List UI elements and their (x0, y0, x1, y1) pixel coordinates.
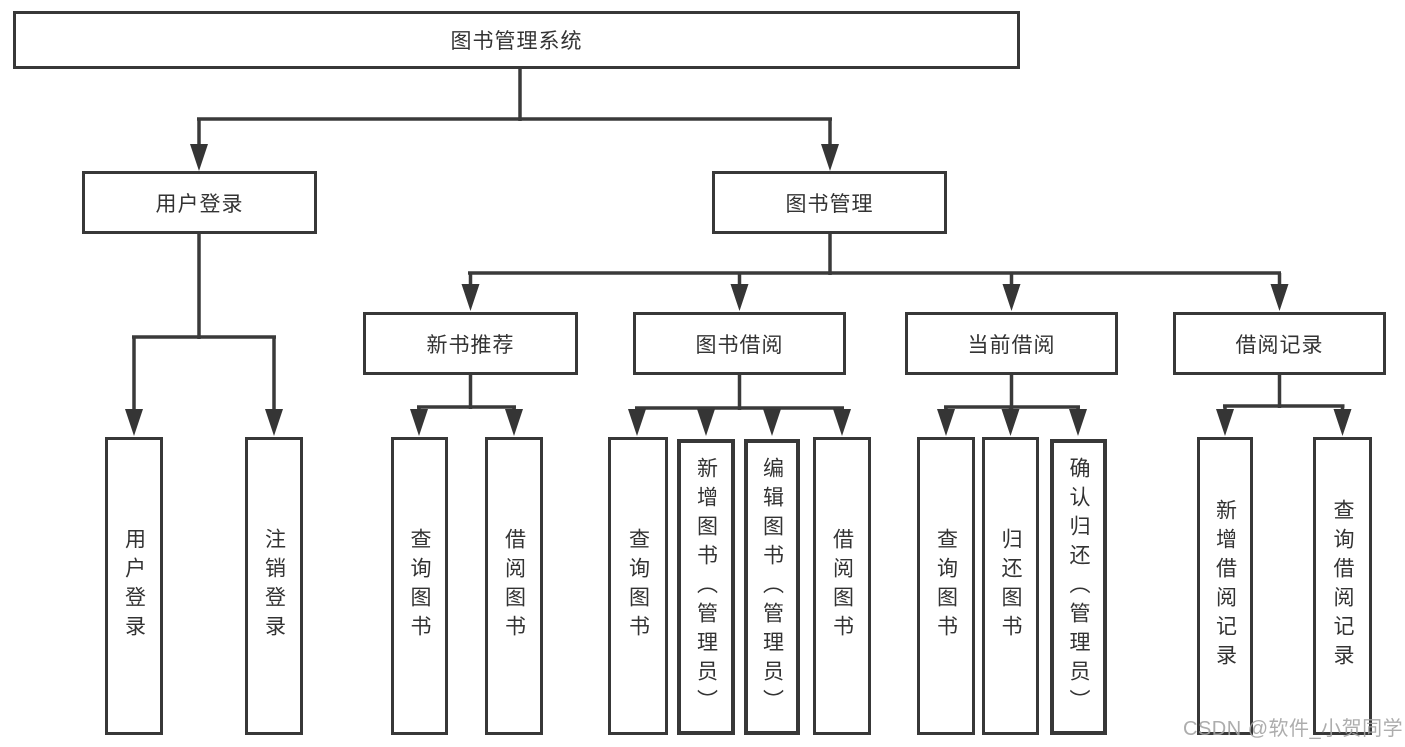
node-label: 查询图书 (934, 528, 958, 644)
leaf-add-book-admin: 新增图书（管理员） (677, 439, 735, 735)
arrow-down-icon (1216, 409, 1234, 436)
node-label: 新书推荐 (426, 333, 515, 357)
csdn-watermark: CSDN @软件_小贺同学 (1183, 718, 1404, 740)
leaf-confirm-return-admin: 确认归还（管理员） (1050, 439, 1107, 735)
arrow-down-icon (265, 409, 283, 436)
arrow-down-icon (1001, 409, 1020, 436)
leaf-return-book: 归还图书 (982, 437, 1039, 735)
arrow-down-icon (410, 409, 428, 436)
node-book-management: 图书管理 (712, 171, 947, 234)
node-label: 新增借阅记录 (1213, 499, 1237, 673)
arrow-down-icon (821, 144, 839, 171)
leaf-query-books-borrowing: 查询图书 (608, 437, 668, 735)
arrow-down-icon (763, 409, 781, 436)
arrow-down-icon (505, 409, 523, 436)
arrow-down-icon (1069, 409, 1087, 436)
node-label: 借阅图书 (830, 528, 854, 644)
leaf-user-login: 用户登录 (105, 437, 163, 735)
arrow-down-icon (628, 409, 646, 436)
leaf-borrow-books-recommend: 借阅图书 (485, 437, 543, 735)
node-label: 用户登录 (155, 192, 244, 216)
node-label: 用户登录 (122, 528, 146, 644)
node-label: 图书借阅 (695, 333, 784, 357)
arrow-down-icon (125, 409, 143, 436)
node-label: 注销登录 (262, 528, 286, 644)
node-label: 归还图书 (999, 528, 1022, 644)
node-label: 新增图书（管理员） (694, 456, 718, 718)
node-user-login: 用户登录 (82, 171, 317, 234)
node-label: 查询借阅记录 (1331, 499, 1354, 673)
leaf-query-books-current: 查询图书 (917, 437, 975, 735)
node-book-borrowing: 图书借阅 (633, 312, 846, 375)
arrow-down-icon (1002, 284, 1021, 311)
node-label: 图书管理 (785, 192, 874, 216)
arrow-down-icon (833, 409, 851, 436)
node-label: 借阅图书 (502, 528, 526, 644)
leaf-query-books-recommend: 查询图书 (391, 437, 448, 735)
leaf-query-borrow-record: 查询借阅记录 (1313, 437, 1372, 735)
arrow-down-icon (697, 409, 715, 436)
arrow-down-icon (1270, 284, 1289, 311)
arrow-down-icon (1333, 409, 1352, 436)
arrow-down-icon (461, 284, 480, 311)
leaf-edit-book-admin: 编辑图书（管理员） (744, 439, 800, 735)
arrow-down-icon (190, 144, 208, 171)
node-library-management-system: 图书管理系统 (13, 11, 1020, 69)
node-new-book-recommend: 新书推荐 (363, 312, 578, 375)
node-label: 确认归还（管理员） (1067, 456, 1090, 718)
leaf-borrow-books-borrowing: 借阅图书 (813, 437, 871, 735)
node-label: 查询图书 (408, 528, 431, 644)
node-label: 编辑图书（管理员） (760, 456, 784, 718)
node-label: 借阅记录 (1235, 333, 1324, 357)
node-label: 查询图书 (626, 528, 650, 644)
node-label: 当前借阅 (967, 333, 1056, 357)
leaf-add-borrow-record: 新增借阅记录 (1197, 437, 1253, 735)
node-current-borrowing: 当前借阅 (905, 312, 1118, 375)
node-borrowing-records: 借阅记录 (1173, 312, 1386, 375)
arrow-down-icon (730, 284, 749, 311)
node-label: 图书管理系统 (450, 30, 583, 53)
arrow-down-icon (937, 409, 955, 436)
leaf-logout-login: 注销登录 (245, 437, 303, 735)
